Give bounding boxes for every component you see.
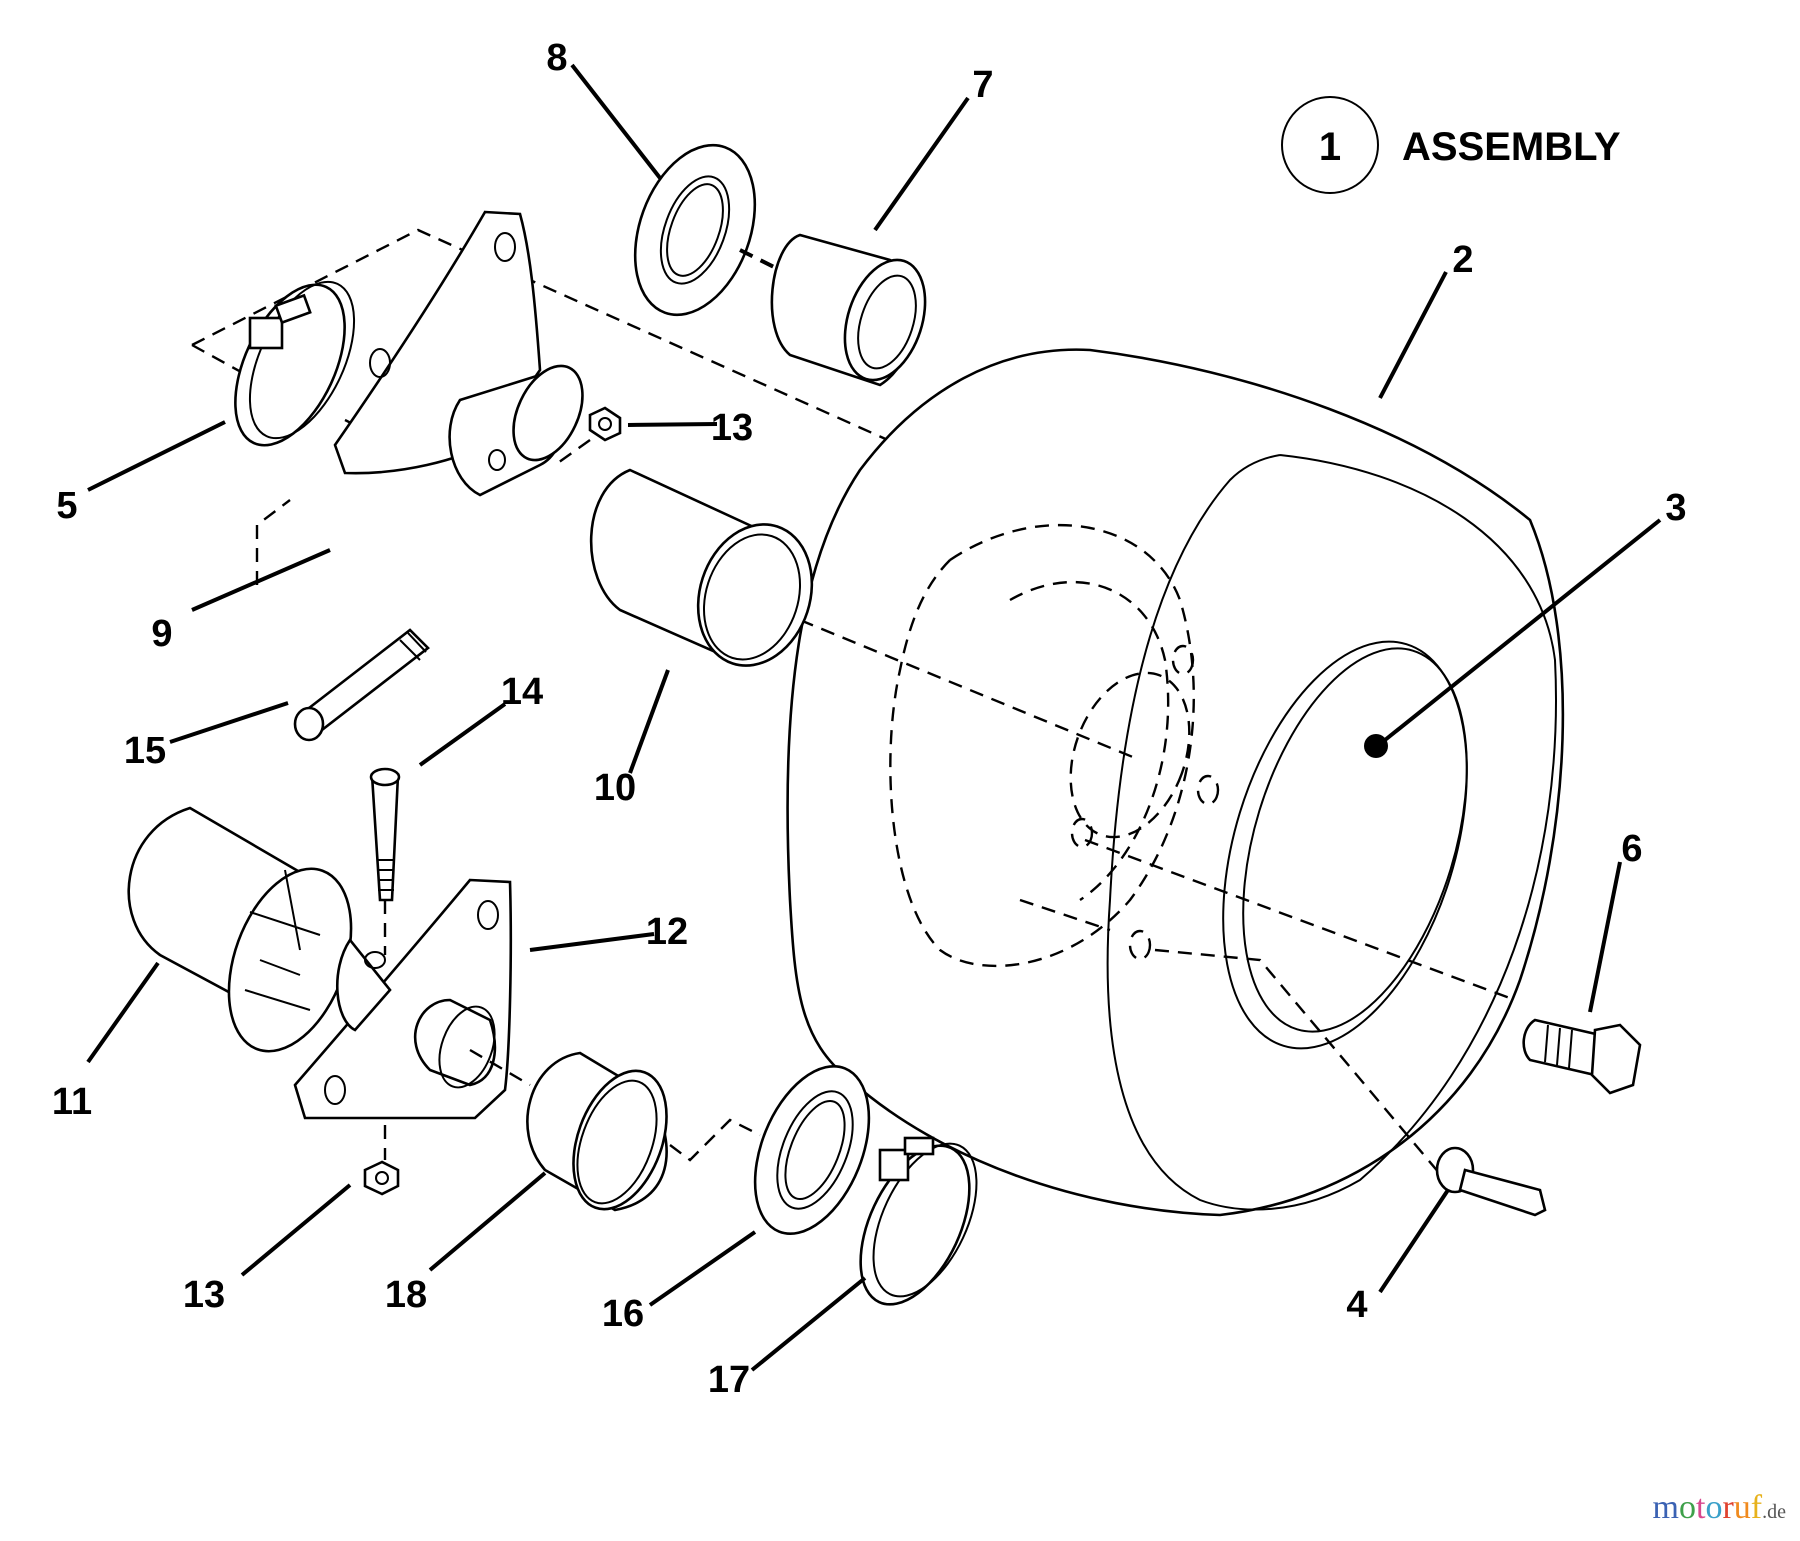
callout-labels: 8 7 2 3 5 13 9 15 14 10 12 6 11 13 18 16… (52, 37, 1687, 1401)
callout-17: 17 (708, 1359, 750, 1401)
callout-10: 10 (594, 767, 636, 809)
part-18-sleeve (526, 1051, 668, 1212)
callout-13-bottom: 13 (183, 1274, 225, 1316)
rim-marker-dot (1364, 734, 1388, 758)
callout-15: 15 (124, 730, 166, 772)
part-4-valve-stem (1435, 1146, 1547, 1217)
callout-13-top: 13 (711, 407, 753, 449)
part-9-bracket (333, 210, 584, 497)
part-11-hub (127, 806, 353, 1053)
callout-4: 4 (1346, 1284, 1367, 1326)
assembly-label: ASSEMBLY (1402, 125, 1621, 169)
part-5-clamp (234, 280, 356, 447)
watermark-logo: motoruf.de (1652, 1489, 1786, 1526)
part-12-bracket (293, 878, 513, 1120)
callout-11: 11 (52, 1081, 92, 1123)
callout-3: 3 (1665, 487, 1686, 529)
part-10-sleeve (589, 468, 814, 667)
part-8-seal (633, 143, 757, 317)
callout-12: 12 (646, 911, 688, 953)
ref-circle (1281, 96, 1379, 194)
watermark-tld: .de (1762, 1501, 1786, 1523)
part-6-hex-bolt (1522, 1018, 1642, 1095)
part-13-nut-top (588, 406, 622, 442)
leader-lines (86, 63, 1662, 1372)
assembly-title: 1 ASSEMBLY (1281, 96, 1621, 194)
callout-7: 7 (972, 64, 993, 106)
tire (786, 348, 1565, 1217)
callout-6: 6 (1621, 828, 1642, 870)
part-17-clamp (859, 1136, 978, 1306)
callout-18: 18 (385, 1274, 427, 1316)
part-16-bearing (753, 1064, 871, 1236)
callout-14: 14 (501, 671, 543, 713)
part-13-nut-bottom (363, 1160, 400, 1196)
callout-8: 8 (546, 37, 567, 79)
callout-16: 16 (602, 1293, 644, 1335)
callout-5: 5 (56, 485, 77, 527)
ref-number: 1 (1319, 125, 1341, 169)
callout-9: 9 (151, 613, 172, 655)
part-14-bolt (369, 767, 401, 902)
part-7-spacer (770, 233, 927, 387)
guide-line-9 (255, 499, 291, 585)
callout-2: 2 (1452, 239, 1473, 281)
part-15-bolt (293, 628, 430, 742)
